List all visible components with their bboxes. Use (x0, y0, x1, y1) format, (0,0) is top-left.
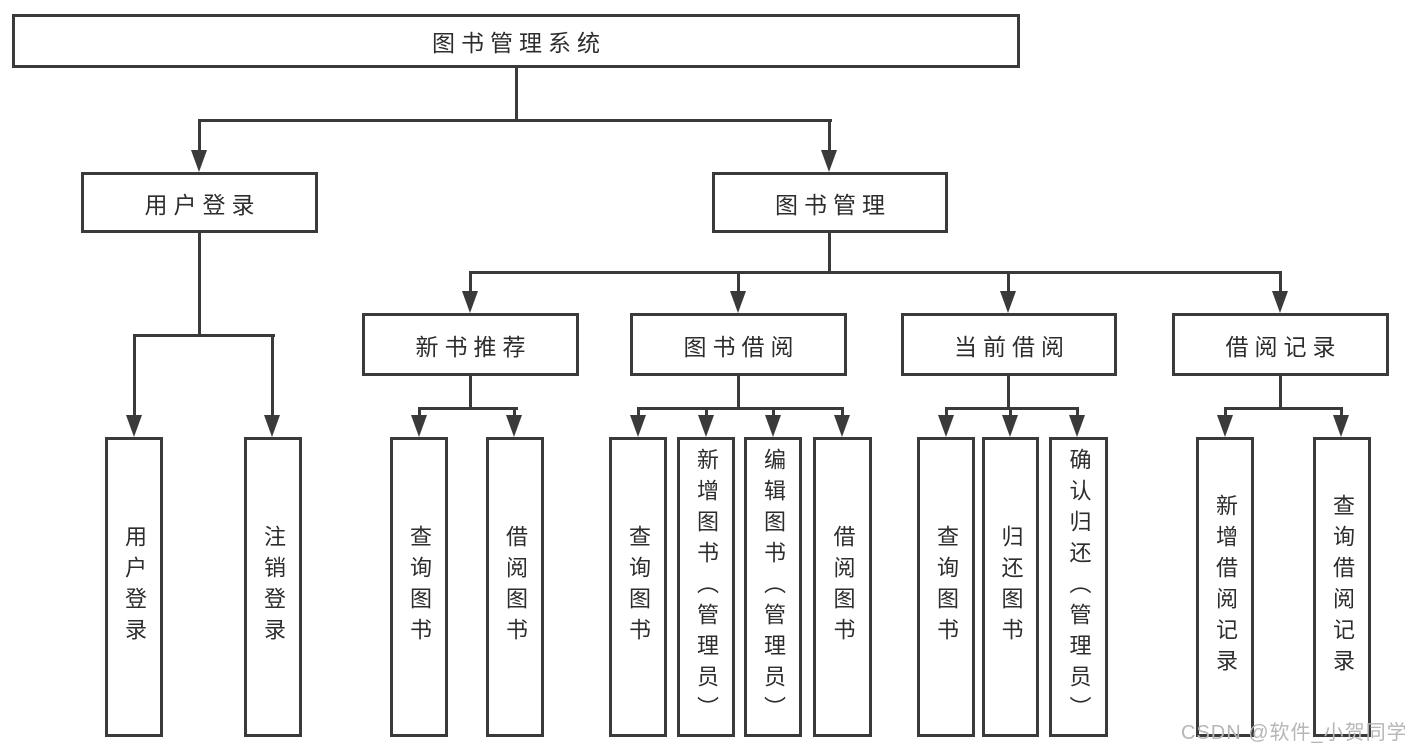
node-borrow-records: 借阅记录 (1172, 313, 1389, 376)
arrow-down-icon (698, 415, 714, 437)
connector-line (198, 119, 201, 153)
leaf-logout: 注销登录 (244, 437, 302, 737)
connector-line (469, 271, 472, 295)
leaf-query-borrow-record: 查询借阅记录 (1313, 437, 1371, 737)
connector-line (1279, 376, 1282, 410)
node-book-borrow: 图书借阅 (630, 313, 847, 376)
connector-line (737, 376, 740, 410)
connector-line (198, 233, 201, 337)
arrow-down-icon (506, 415, 522, 437)
leaf-borrow-books: 借阅图书 (813, 437, 872, 737)
leaf-return-book: 归还图书 (982, 437, 1039, 737)
connector-line (841, 407, 844, 421)
arrow-down-icon (264, 415, 280, 437)
connector-line (1340, 407, 1343, 421)
arrow-down-icon (126, 415, 142, 437)
leaf-add-borrow-record: 新增借阅记录 (1196, 437, 1254, 737)
arrow-down-icon (1333, 415, 1349, 437)
connector-line (418, 407, 421, 421)
connector-line (1224, 407, 1343, 410)
arrow-down-icon (1000, 291, 1016, 313)
arrow-down-icon (1272, 291, 1288, 313)
node-new-book-recommend: 新书推荐 (362, 313, 579, 376)
connector-line (705, 407, 708, 421)
arrow-down-icon (630, 415, 646, 437)
leaf-query-books-borrow: 查询图书 (609, 437, 667, 737)
connector-line (828, 119, 831, 153)
leaf-confirm-return-admin: 确认归还（管理员） (1049, 437, 1108, 737)
arrow-down-icon (765, 415, 781, 437)
leaf-edit-book-admin: 编辑图书（管理员） (744, 437, 802, 737)
arrow-down-icon (191, 150, 207, 172)
arrow-down-icon (821, 150, 837, 172)
leaf-add-book-admin: 新增图书（管理员） (677, 437, 735, 737)
connector-line (945, 407, 948, 421)
connector-line (418, 407, 518, 410)
connector-line (637, 407, 640, 421)
node-current-borrow: 当前借阅 (901, 313, 1117, 376)
arrow-down-icon (411, 415, 427, 437)
connector-line (1224, 407, 1227, 421)
leaf-query-books-recommend: 查询图书 (390, 437, 448, 737)
arrow-down-icon (462, 291, 478, 313)
leaf-query-books-current: 查询图书 (917, 437, 975, 737)
connector-line (1007, 271, 1010, 295)
arrow-down-icon (1217, 415, 1233, 437)
node-library-system: 图书管理系统 (12, 14, 1020, 68)
connector-line (1279, 271, 1282, 295)
connector-line (737, 271, 740, 295)
leaf-borrow-books-recommend: 借阅图书 (486, 437, 544, 737)
connector-line (469, 376, 472, 410)
connector-line (1009, 407, 1012, 421)
connector-line (271, 334, 274, 418)
connector-line (515, 68, 518, 122)
arrow-down-icon (730, 291, 746, 313)
connector-line (1076, 407, 1079, 421)
leaf-user-login: 用户登录 (105, 437, 163, 737)
connector-line (828, 233, 831, 274)
arrow-down-icon (834, 415, 850, 437)
connector-line (772, 407, 775, 421)
node-book-management: 图书管理 (712, 172, 948, 233)
csdn-watermark: CSDN @软件_小贺同学 (1181, 722, 1405, 744)
connector-line (637, 407, 844, 410)
arrow-down-icon (938, 415, 954, 437)
connector-line (513, 407, 516, 421)
arrow-down-icon (1002, 415, 1018, 437)
connector-line (133, 334, 275, 337)
node-user-login: 用户登录 (81, 172, 318, 233)
connector-line (133, 334, 136, 418)
connector-line (198, 119, 832, 122)
connector-line (469, 271, 1282, 274)
arrow-down-icon (1069, 415, 1085, 437)
connector-line (945, 407, 1079, 410)
connector-line (1007, 376, 1010, 410)
